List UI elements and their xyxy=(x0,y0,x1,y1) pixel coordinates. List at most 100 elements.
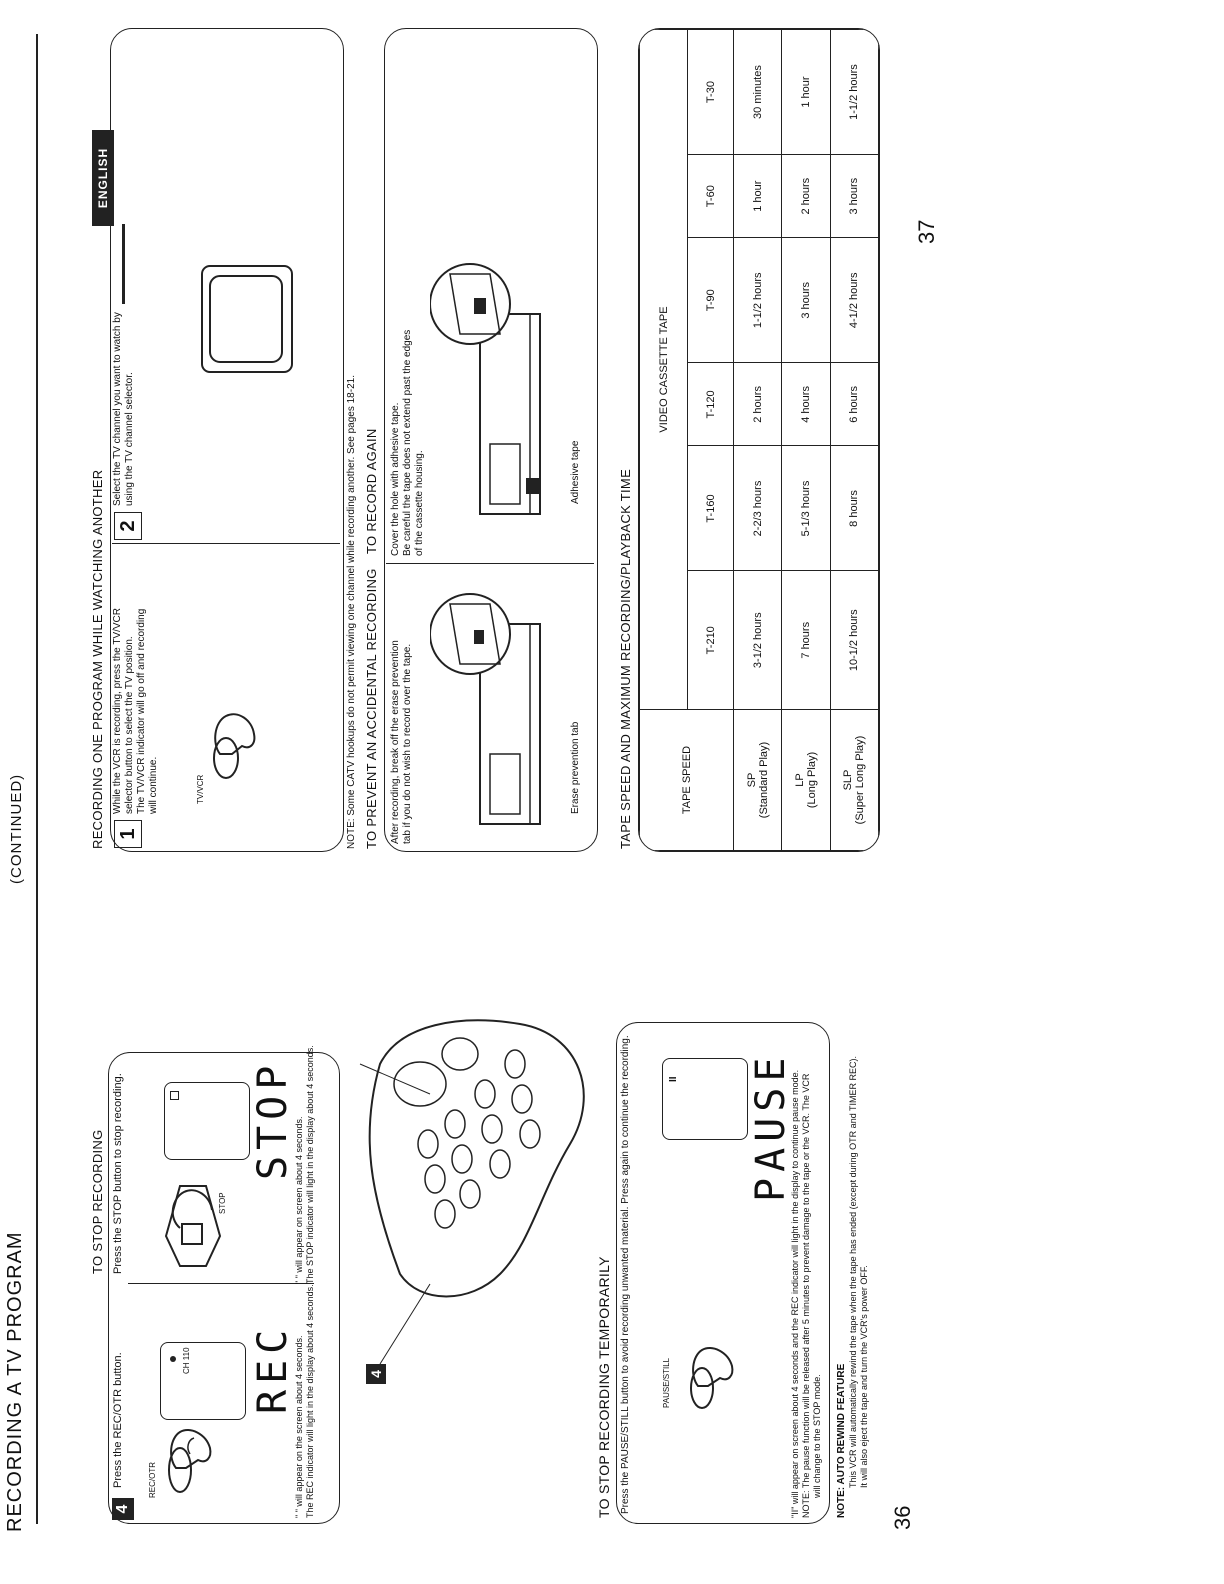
stop-instruction: Press the STOP button to stop recording. xyxy=(112,1073,124,1274)
rec-note-2: The REC indicator will light in the disp… xyxy=(305,1284,315,1518)
tv-set-icon xyxy=(200,264,301,374)
cell: 3-1/2 hours xyxy=(733,571,782,710)
cell: 8 hours xyxy=(830,445,879,571)
catv-note: NOTE: Some CATV hookups do not permit vi… xyxy=(346,375,357,849)
tape-table-panel: TAPE SPEED VIDEO CASSETTE TAPE T-210 T-1… xyxy=(638,28,880,852)
pause-display: PAUSE xyxy=(748,1051,794,1202)
erase-text-1: After recording, break off the erase pre… xyxy=(390,640,401,844)
tab-marker-line xyxy=(122,224,125,304)
pause-instruction: Press the PAUSE/STILL button to avoid re… xyxy=(620,1035,631,1514)
rec-tv-screen xyxy=(160,1342,246,1420)
rec-button-label: REC/OTR xyxy=(148,1462,157,1498)
cell: 4-1/2 hours xyxy=(830,237,879,363)
pause-screen-symbol: II xyxy=(668,1076,679,1082)
tape-table-heading: TAPE SPEED AND MAXIMUM RECORDING/PLAYBAC… xyxy=(618,468,633,849)
left-page-title: RECORDING A TV PROGRAM xyxy=(4,1231,26,1532)
record-again-heading: TO RECORD AGAIN xyxy=(364,428,379,554)
cell: 2 hours xyxy=(733,362,782,446)
col-t160: T-160 xyxy=(687,445,734,571)
pause-button-hand-icon xyxy=(672,1334,747,1414)
stop-screen-square-icon xyxy=(170,1091,179,1100)
record-again-text-2: Be careful the tape does not extend past… xyxy=(402,329,413,556)
step2-number: 2 xyxy=(114,512,142,540)
rec-note-1: " " will appear on the screen about 4 se… xyxy=(294,1335,304,1518)
watching-heading: RECORDING ONE PROGRAM WHILE WATCHING ANO… xyxy=(90,469,105,849)
cell: 1-1/2 hours xyxy=(830,29,879,155)
page-number-right: 37 xyxy=(914,219,939,244)
page-number-left: 36 xyxy=(890,1505,915,1530)
stop-recording-heading: TO STOP RECORDING xyxy=(90,1129,105,1274)
adhesive-tape-illustration xyxy=(429,244,575,524)
pause-note-2: NOTE: The pause function will be release… xyxy=(801,1073,811,1518)
pause-tv-screen xyxy=(662,1058,748,1140)
cell: 1 hour xyxy=(733,154,782,238)
continued-label: (CONTINUED) xyxy=(8,773,25,884)
erase-heading: TO PREVENT AN ACCIDENTAL RECORDING xyxy=(364,568,379,849)
erase-tab-label: Erase prevention tab xyxy=(570,721,581,814)
tape-table: TAPE SPEED VIDEO CASSETTE TAPE T-210 T-1… xyxy=(639,29,879,851)
stop-display: STOP xyxy=(250,1059,296,1180)
cell: 1-1/2 hours xyxy=(733,237,782,363)
step4-badge: 4 xyxy=(112,1498,134,1520)
col-t90: T-90 xyxy=(687,237,734,363)
step1-number: 1 xyxy=(114,820,142,848)
stop-button-hand-icon xyxy=(150,1176,235,1276)
cell: 2-2/3 hours xyxy=(733,445,782,571)
step1-text-3: The TV/VCR indicator will go off and rec… xyxy=(136,608,147,814)
adhesive-tape-label: Adhesive tape xyxy=(570,440,581,504)
speed-lp: LP(Long Play) xyxy=(781,709,831,851)
cell: 5-1/3 hours xyxy=(781,445,831,571)
cassette-header: VIDEO CASSETTE TAPE xyxy=(639,29,688,710)
cell: 2 hours xyxy=(781,154,831,238)
tape-speed-header: TAPE SPEED xyxy=(639,709,734,851)
step1-text-1: While the VCR is recording, press the TV… xyxy=(112,607,123,814)
stop-button-label: STOP xyxy=(218,1192,227,1214)
cell: 3 hours xyxy=(830,154,879,238)
pause-note-3: will change to the STOP mode. xyxy=(812,1374,822,1498)
cell: 6 hours xyxy=(830,362,879,446)
cell: 30 minutes xyxy=(733,29,782,155)
step2-text-1: Select the TV channel you want to watch … xyxy=(112,312,123,506)
table-row: SLP(Super Long Play) 10-1/2 hours 8 hour… xyxy=(830,29,879,851)
stop-panel-divider xyxy=(128,1283,314,1284)
col-t60: T-60 xyxy=(687,154,734,238)
step1-text-2: selector button to select the TV positio… xyxy=(124,636,135,814)
header-rule xyxy=(36,34,38,1524)
pause-heading: TO STOP RECORDING TEMPORARILY xyxy=(596,1256,612,1518)
rec-screen-channel: CH 110 xyxy=(182,1347,191,1374)
auto-rewind-line-1: This VCR will automatically rewind the t… xyxy=(848,1055,858,1488)
rec-dot xyxy=(170,1356,176,1362)
col-t30: T-30 xyxy=(687,29,734,155)
cell: 3 hours xyxy=(781,237,831,363)
english-language-tab: ENGLISH xyxy=(92,130,114,226)
step2-text-2: using the TV channel selector. xyxy=(124,372,135,506)
rec-display: REC xyxy=(250,1323,296,1414)
record-again-text-1: Cover the hole with adhesive tape. xyxy=(390,402,401,556)
pause-button-label: PAUSE/STILL xyxy=(662,1357,671,1408)
auto-rewind-title: NOTE: AUTO REWIND FEATURE xyxy=(836,1363,847,1518)
cell: 10-1/2 hours xyxy=(830,571,879,710)
speed-slp: SLP(Super Long Play) xyxy=(830,709,879,851)
tvvcr-hand-icon xyxy=(190,694,275,784)
table-row: SP(Standard Play) 3-1/2 hours 2-2/3 hour… xyxy=(733,29,782,851)
stop-note-2: The STOP indicator will light in the dis… xyxy=(305,1045,315,1284)
stop-note-1: " " will appear on screen about 4 second… xyxy=(294,1116,304,1285)
speed-sp: SP(Standard Play) xyxy=(733,709,782,851)
cassette-tab-illustration xyxy=(429,574,575,834)
cell: 4 hours xyxy=(781,362,831,446)
watching-divider xyxy=(112,543,340,544)
cell: 1 hour xyxy=(781,29,831,155)
erase-text-2: tab if you do not wish to record over th… xyxy=(402,643,413,844)
record-again-text-3: of the cassette housing. xyxy=(414,450,425,556)
col-t210: T-210 xyxy=(687,571,734,710)
step1-text-4: will continue. xyxy=(148,756,159,814)
pause-note-1: "II" will appear on screen about 4 secon… xyxy=(790,1069,800,1518)
erase-divider xyxy=(386,563,594,564)
cell: 7 hours xyxy=(781,571,831,710)
table-row: LP(Long Play) 7 hours 5-1/3 hours 4 hour… xyxy=(781,29,831,851)
auto-rewind-line-2: It will also eject the tape and turn the… xyxy=(859,1265,869,1488)
rec-button-hand-icon xyxy=(150,1418,225,1498)
remote-control-illustration xyxy=(340,994,605,1394)
rec-instruction: Press the REC/OTR button. xyxy=(112,1352,124,1488)
